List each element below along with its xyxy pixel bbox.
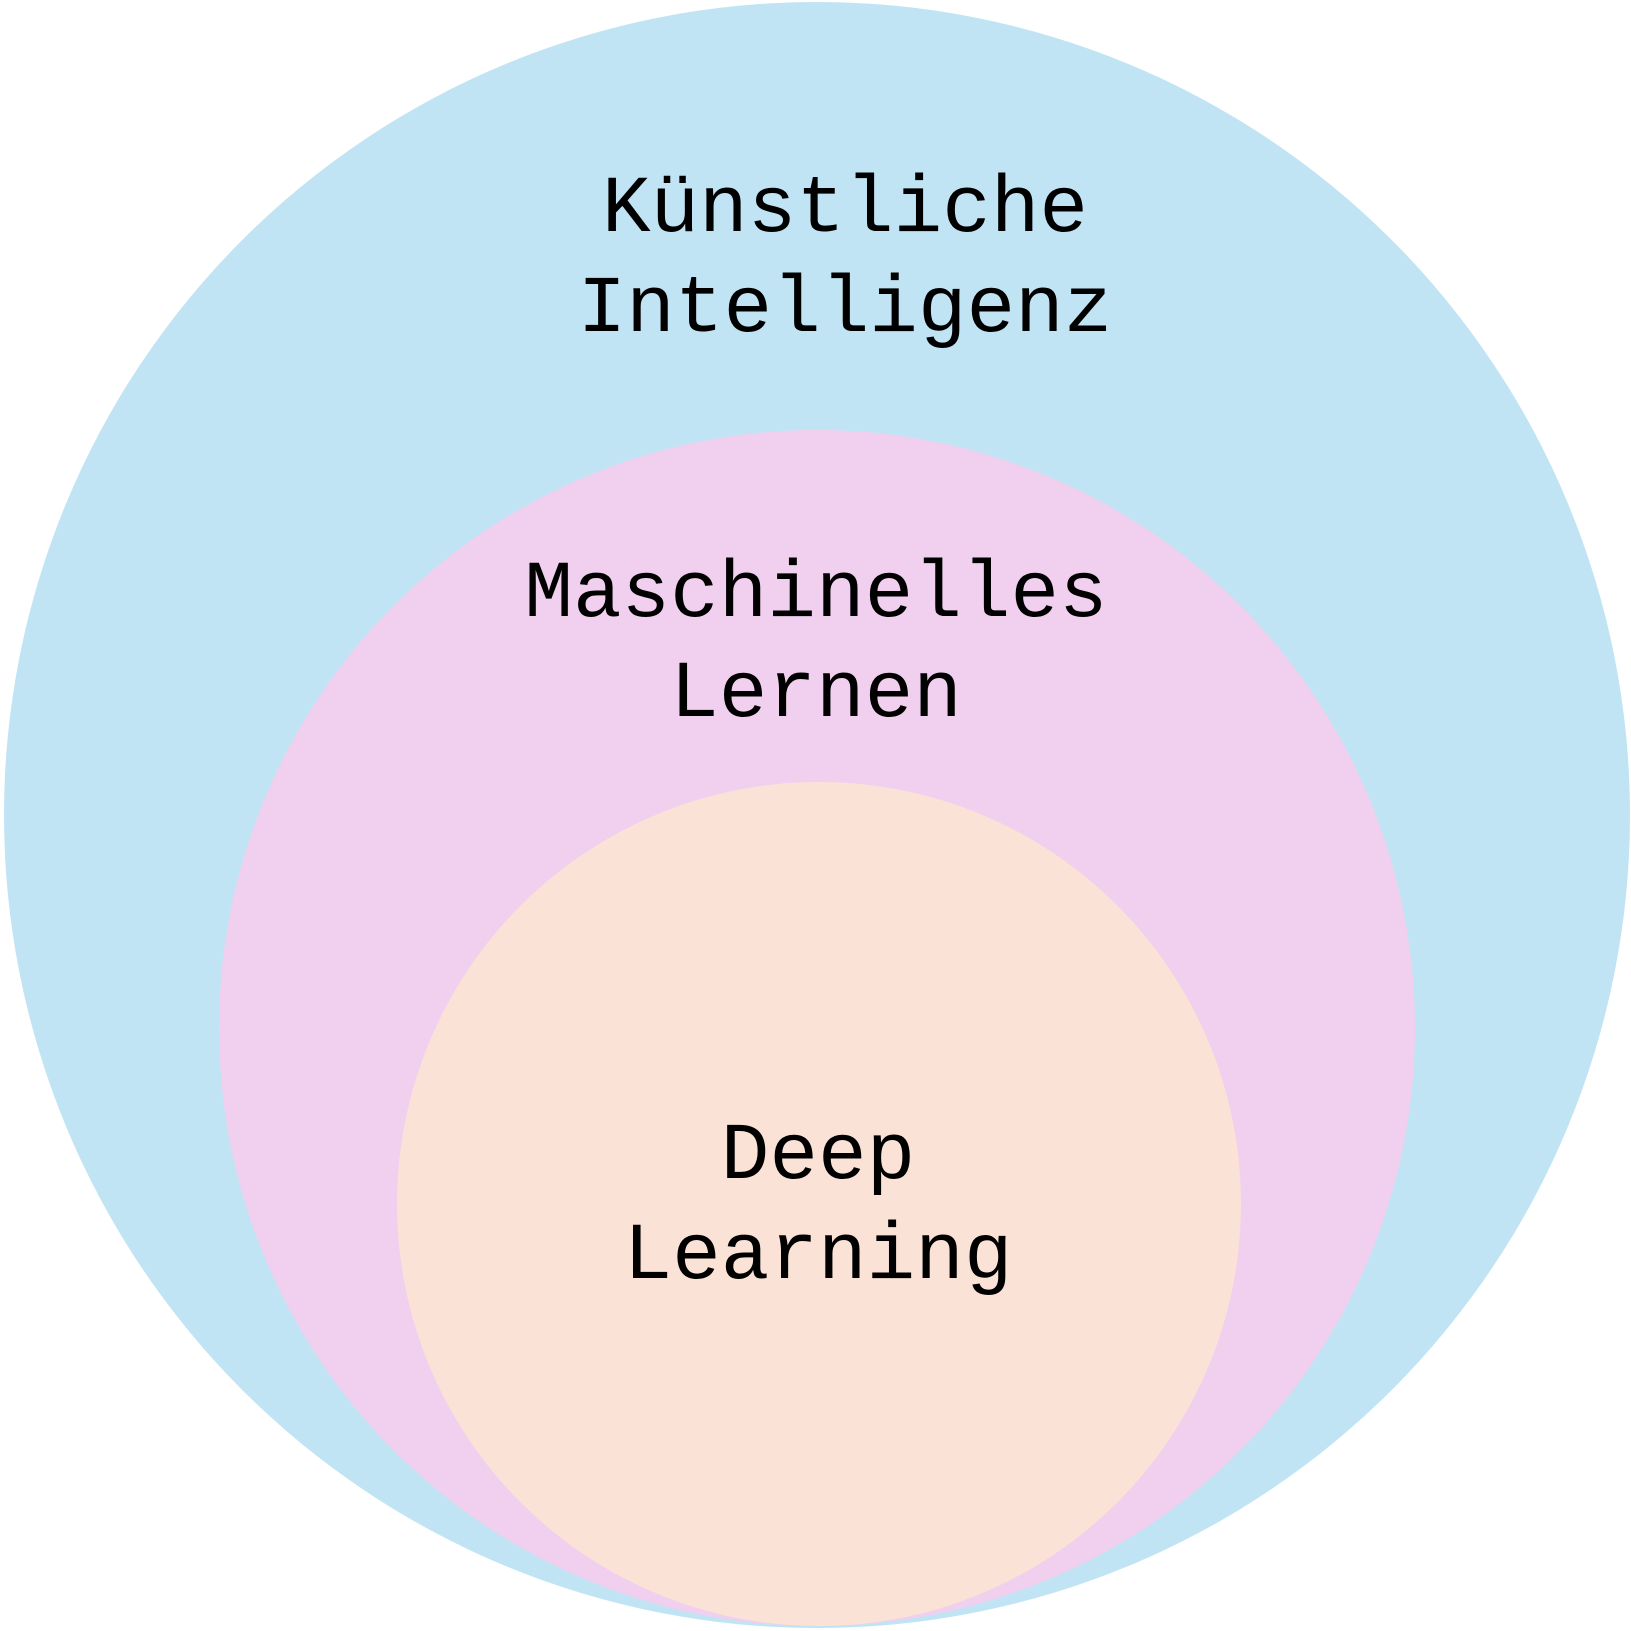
label-dl-line1: Deep bbox=[721, 1112, 915, 1203]
label-ai-line1: Künstliche bbox=[602, 165, 1088, 256]
label-ml-line2: Lernen bbox=[670, 650, 962, 741]
label-ml-line1: Maschinelles bbox=[524, 550, 1107, 641]
circle-deep-learning bbox=[397, 782, 1241, 1626]
label-dl-line2: Learning bbox=[624, 1212, 1013, 1303]
label-ai-line2: Intelligenz bbox=[578, 265, 1113, 356]
